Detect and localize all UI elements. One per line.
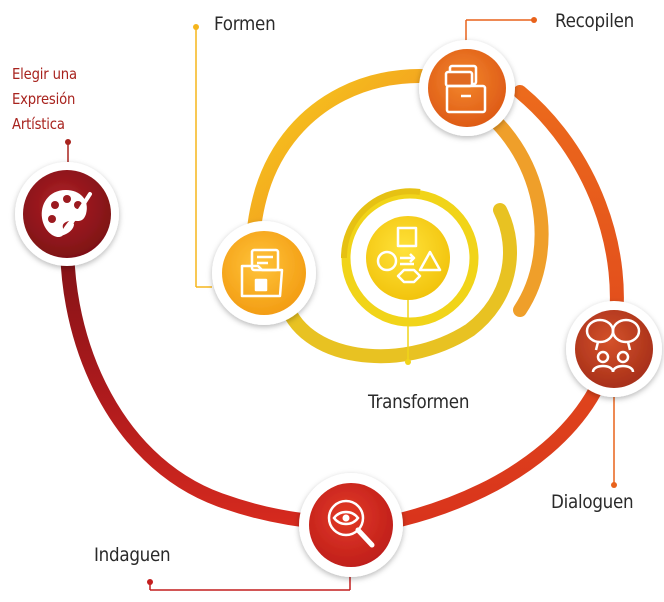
outer-arc-right [393,85,624,527]
label-indaguen: Indaguen [94,544,171,566]
label-elegir-line1: Elegir una [12,65,77,83]
label-dialoguen: Dialoguen [551,491,634,513]
palette-brush-icon [41,190,92,238]
connector-formen [193,24,212,288]
node-recopilen [419,40,515,136]
inner-yellow-arc [340,188,421,259]
file-box-icon [444,64,487,114]
folder-document-icon [240,248,284,298]
node-formen [212,221,316,325]
node-indaguen [299,473,403,577]
flowchart-shapes-icon [376,226,442,284]
label-elegir-line3: Artística [12,115,65,133]
connector-recopilen [465,17,537,45]
label-elegir-line2: Expresión [12,90,76,108]
outer-arc-left [60,215,357,531]
label-recopilen: Recopilen [555,10,634,32]
magnifier-eye-icon [327,499,375,548]
label-formen: Formen [214,13,276,35]
connector-transformen [405,298,411,365]
connector-dialoguen [611,395,617,488]
speech-bubbles-people-icon [585,318,641,373]
middle-ring-lower [278,203,517,364]
connector-indaguen [147,568,351,591]
connector-elegir [65,139,71,162]
node-dialoguen [566,301,662,397]
label-transformen: Transformen [368,391,470,413]
